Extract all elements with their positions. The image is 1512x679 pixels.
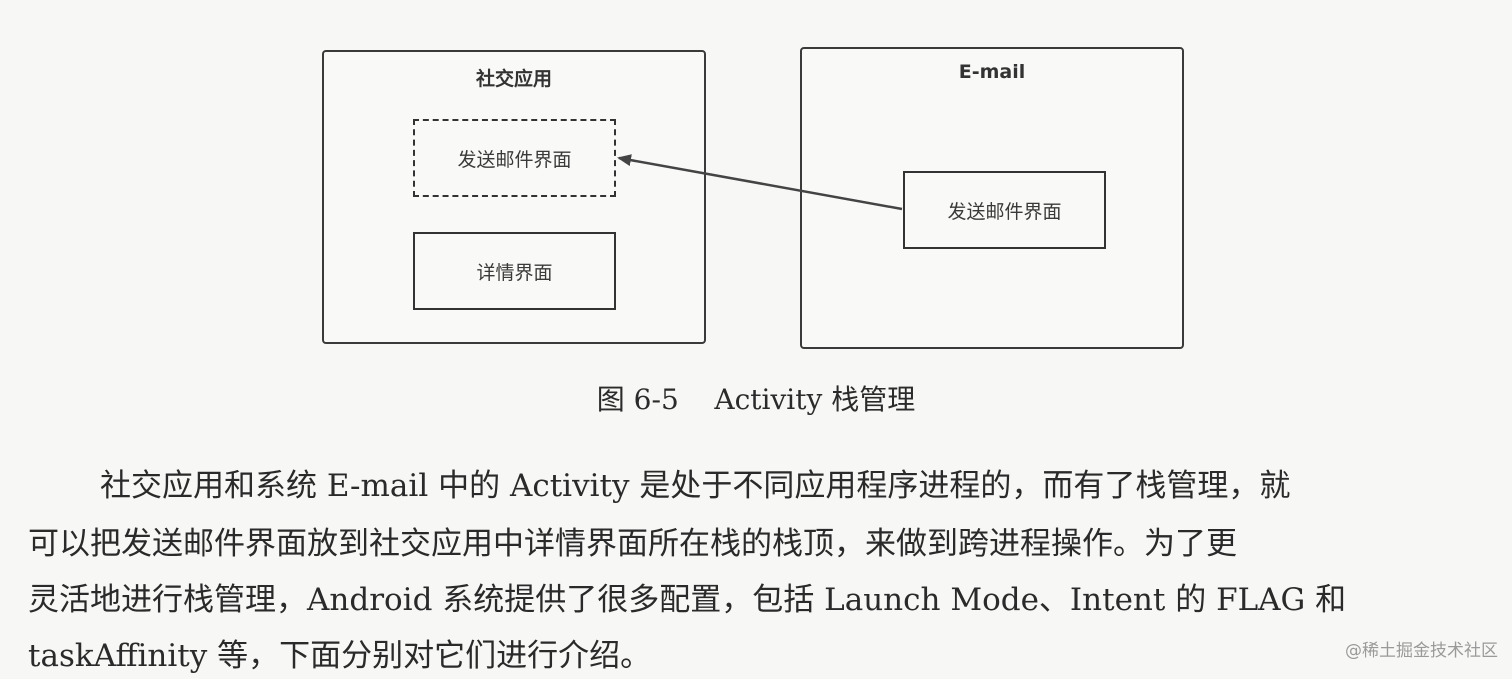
social-app-title: 社交应用 (475, 68, 552, 90)
social-send-mail-label: 发送邮件界面 (457, 148, 572, 171)
social-detail-label: 详情界面 (476, 261, 553, 284)
watermark-text: @稀土掘金技术社区 (1345, 641, 1498, 661)
email-app-title: E-mail (958, 61, 1026, 83)
social-send-mail-screen: 发送邮件界面 (413, 119, 616, 197)
email-send-mail-screen: 发送邮件界面 (903, 171, 1106, 249)
email-send-mail-label: 发送邮件界面 (947, 200, 1062, 223)
paragraph-line-1: 社交应用和系统 E-mail 中的 Activity 是处于不同应用程序进程的，… (100, 468, 1291, 504)
social-detail-screen: 详情界面 (413, 232, 616, 310)
paragraph-line-3: 灵活地进行栈管理，Android 系统提供了很多配置，包括 Launch Mod… (28, 582, 1347, 618)
paragraph-line-4: taskAffinity 等，下面分别对它们进行介绍。 (28, 638, 652, 674)
figure-caption: 图 6-5 Activity 栈管理 (596, 383, 916, 416)
paragraph-line-2: 可以把发送邮件界面放到社交应用中详情界面所在栈的栈顶，来做到跨进程操作。为了更 (28, 526, 1237, 562)
